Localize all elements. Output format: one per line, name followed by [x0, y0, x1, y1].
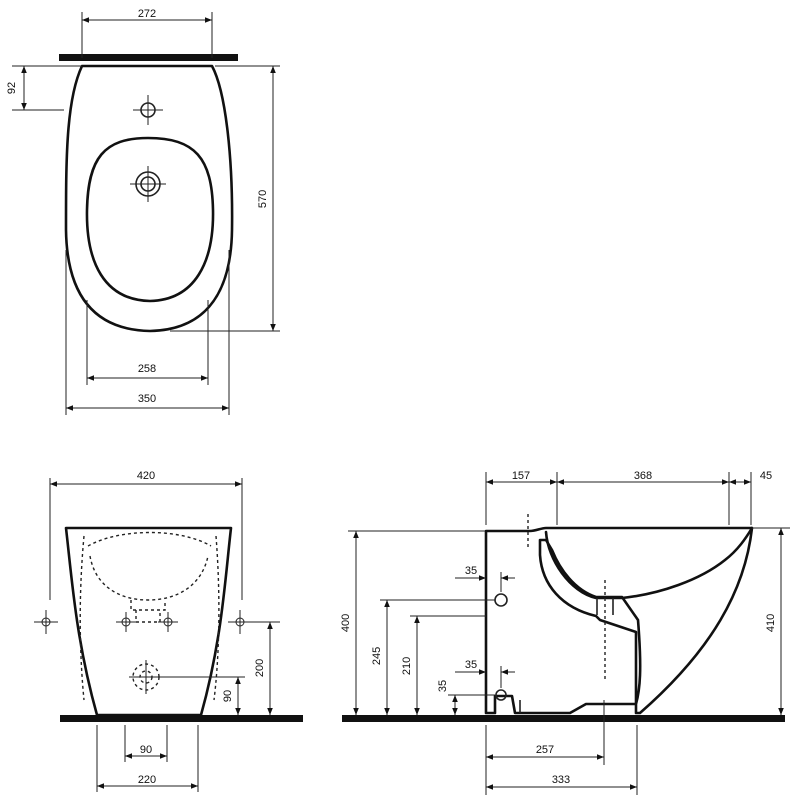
dim-bowl-width: 258 — [138, 363, 156, 375]
dim-front-base-90: 90 — [140, 744, 152, 756]
drain-hole-icon — [130, 166, 166, 202]
dim-front-width: 420 — [137, 470, 155, 482]
dim-top-width: 272 — [138, 8, 156, 20]
floor-side — [342, 715, 785, 722]
inlet-right-icon — [158, 612, 178, 632]
front-view-outline — [64, 526, 233, 717]
floor-front — [60, 715, 303, 722]
top-view: 272 92 570 258 350 — [6, 8, 280, 415]
dim-front-base-220: 220 — [138, 774, 156, 786]
waste-outlet-icon — [129, 660, 163, 694]
side-view-bowl — [544, 526, 754, 600]
dim-side-35-left: 35 — [437, 680, 449, 692]
tap-hole-icon — [133, 95, 163, 125]
dim-side-210: 210 — [401, 657, 413, 675]
dim-front-height-200: 200 — [254, 659, 266, 677]
dim-side-333: 333 — [552, 774, 570, 786]
front-view-bowl-hidden — [87, 531, 212, 547]
dim-side-35-top: 35 — [465, 565, 477, 577]
dim-side-157: 157 — [512, 470, 530, 482]
dim-side-400: 400 — [340, 614, 352, 632]
front-view-inner-hidden — [89, 555, 209, 601]
side-view-outline — [484, 526, 754, 715]
dim-total-width: 350 — [138, 393, 156, 405]
side-outlet-icon — [495, 689, 507, 701]
dim-front-height-90: 90 — [222, 690, 234, 702]
dim-side-245: 245 — [371, 647, 383, 665]
dim-side-368: 368 — [634, 470, 652, 482]
front-view: 420 200 90 90 220 — [34, 470, 303, 792]
dim-side-257: 257 — [536, 744, 554, 756]
wall-bar-top — [59, 54, 238, 61]
water-supply-left-icon — [34, 610, 58, 634]
top-view-outline — [64, 64, 234, 333]
dim-top-offset: 92 — [6, 82, 18, 94]
side-view: 157 368 45 400 410 245 210 35 35 35 257 — [340, 470, 790, 795]
inlet-left-icon — [116, 612, 136, 632]
dim-height: 570 — [257, 190, 269, 208]
top-view-bowl — [85, 136, 215, 303]
dim-side-45: 45 — [760, 470, 772, 482]
side-inlet-icon — [494, 593, 508, 607]
dim-side-410: 410 — [765, 614, 777, 632]
dim-side-35-mid: 35 — [465, 659, 477, 671]
